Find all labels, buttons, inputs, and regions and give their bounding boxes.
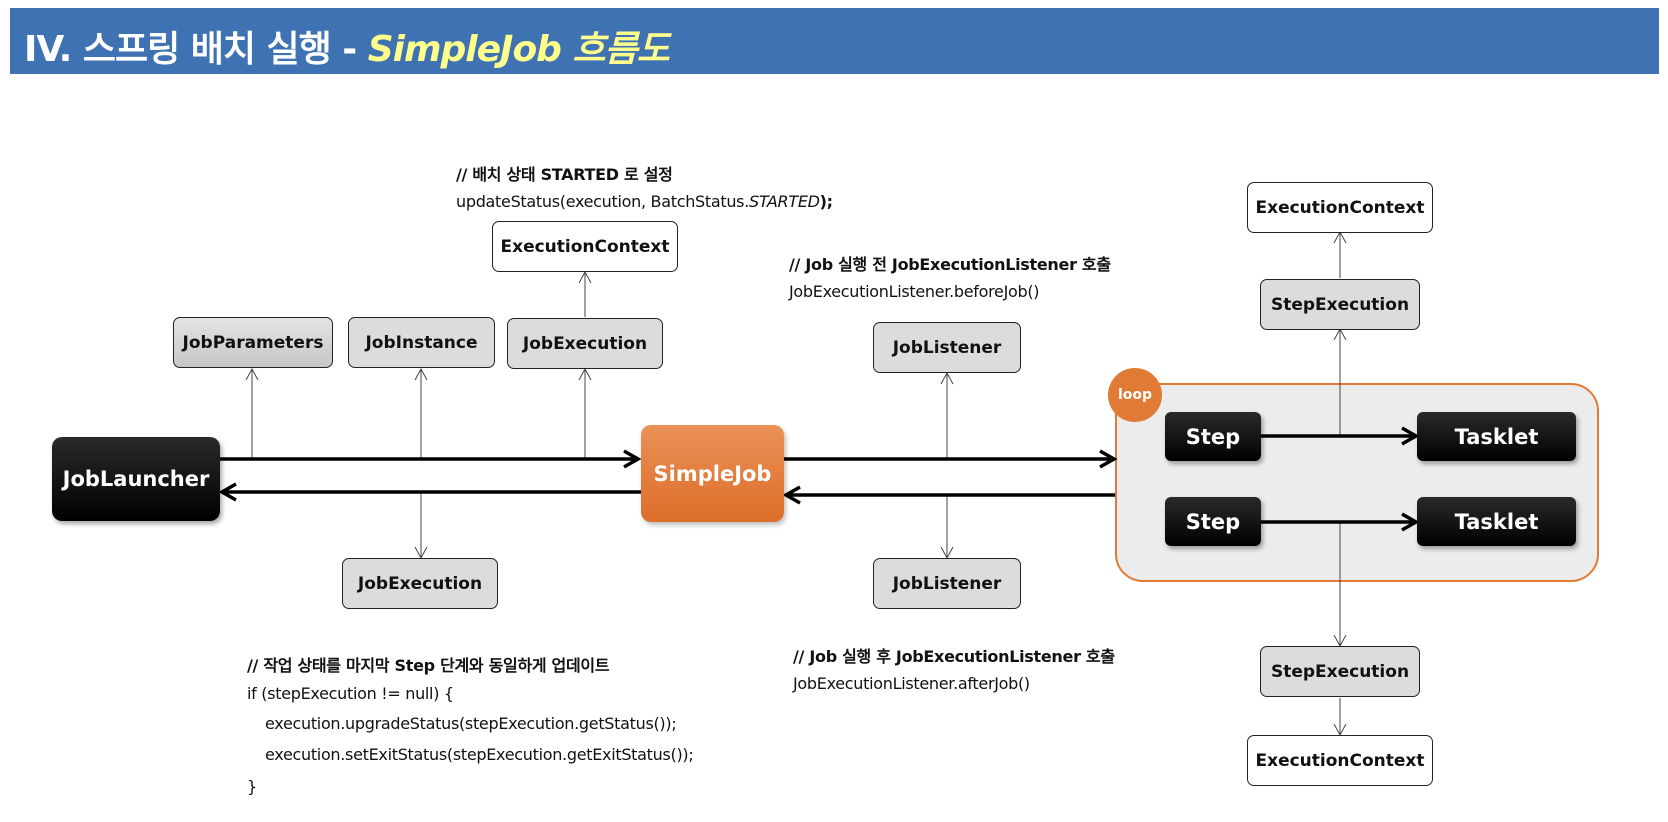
tasklet-node-2: Tasklet xyxy=(1417,497,1576,546)
joblistener-top-node: JobListener xyxy=(873,322,1021,373)
tasklet-node-1: Tasklet xyxy=(1417,412,1576,461)
loop-badge: loop xyxy=(1108,368,1162,422)
title-bar: IV. 스프링 배치 실행 - SimpleJob 흐름도 xyxy=(10,8,1659,74)
jobparameters-node: JobParameters xyxy=(173,317,333,368)
executioncontext-step-top-node: ExecutionContext xyxy=(1247,182,1433,233)
status-code-italic: STARTED xyxy=(749,192,820,211)
update-code-line-4: } xyxy=(247,777,257,796)
update-code-line-2: execution.upgradeStatus(stepExecution.ge… xyxy=(265,714,677,733)
status-code-suffix: ); xyxy=(819,192,833,211)
title-prefix: IV. 스프링 배치 실행 - xyxy=(24,29,368,70)
joblistener-bottom-node: JobListener xyxy=(873,558,1021,609)
stepexecution-bottom-node: StepExecution xyxy=(1260,646,1420,697)
before-code: JobExecutionListener.beforeJob() xyxy=(789,282,1040,301)
stepexecution-top-node: StepExecution xyxy=(1260,279,1420,330)
status-code-prefix: updateStatus(execution, BatchStatus. xyxy=(456,192,750,211)
page-title: IV. 스프링 배치 실행 - SimpleJob 흐름도 xyxy=(24,20,670,72)
update-code-line-3: execution.setExitStatus(stepExecution.ge… xyxy=(265,745,694,764)
title-accent: SimpleJob 흐름도 xyxy=(367,29,670,70)
update-code-line-1: if (stepExecution != null) { xyxy=(247,684,454,703)
joblauncher-node: JobLauncher xyxy=(52,437,220,521)
after-comment: // Job 실행 후 JobExecutionListener 호출 xyxy=(793,647,1115,666)
jobexecution-top-node: JobExecution xyxy=(507,318,663,369)
status-code: updateStatus(execution, BatchStatus.STAR… xyxy=(456,192,833,211)
executioncontext-step-bottom-node: ExecutionContext xyxy=(1247,735,1433,786)
step-node-2: Step xyxy=(1165,497,1261,546)
executioncontext-job-node: ExecutionContext xyxy=(492,221,678,272)
jobinstance-node: JobInstance xyxy=(348,317,495,368)
step-node-1: Step xyxy=(1165,412,1261,461)
simplejob-node: SimpleJob xyxy=(641,425,784,522)
before-comment: // Job 실행 전 JobExecutionListener 호출 xyxy=(789,255,1111,274)
status-comment: // 배치 상태 STARTED 로 설정 xyxy=(456,165,673,184)
update-comment: // 작업 상태를 마지막 Step 단계와 동일하게 업데이트 xyxy=(247,656,610,675)
after-code: JobExecutionListener.afterJob() xyxy=(793,674,1030,693)
jobexecution-bottom-node: JobExecution xyxy=(342,558,498,609)
